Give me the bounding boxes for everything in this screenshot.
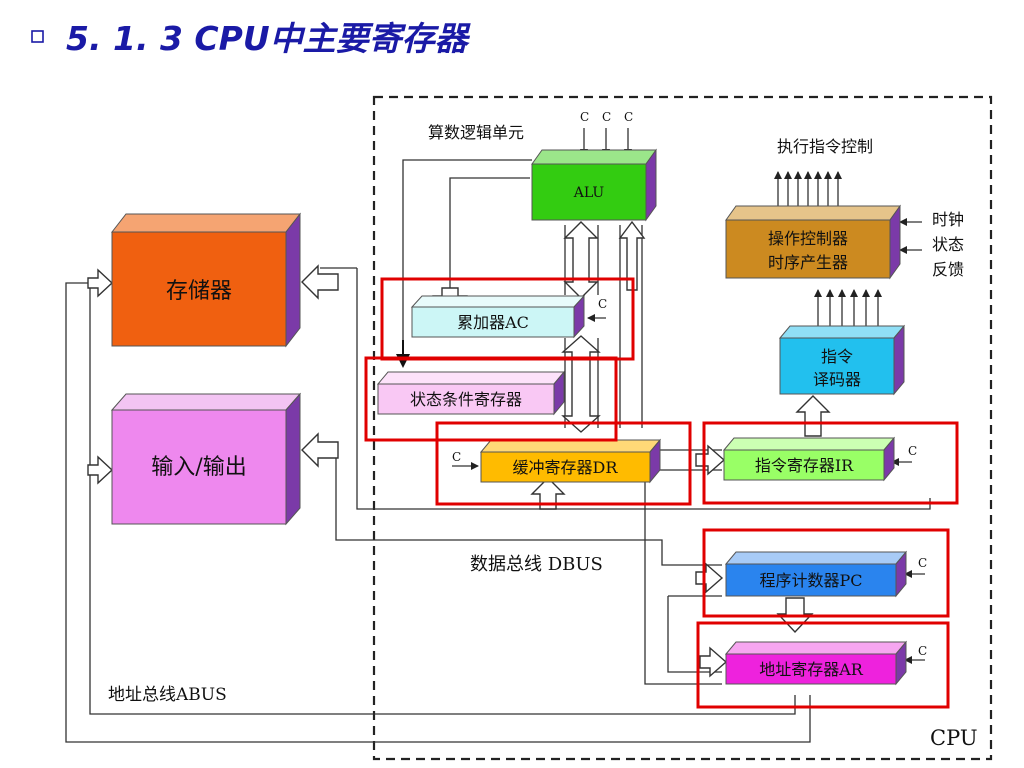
abus-label: 地址总线ABUS [108, 685, 227, 705]
buffer-register-dr-block: 缓冲寄存器DR [479, 438, 662, 484]
ar-label: 地址寄存器AR [759, 660, 864, 679]
accumulator-ac-block: 累加器AC [410, 294, 586, 339]
status-input-label: 状态 [932, 235, 964, 254]
memory-block: 存储器 [110, 212, 302, 348]
c-label-pc: C [918, 556, 927, 570]
cpu-boundary [372, 95, 993, 761]
pc-label: 程序计数器PC [759, 571, 862, 590]
address-register-ar-block: 地址寄存器AR [724, 640, 908, 686]
c-label-alu-3: C [624, 110, 633, 124]
instruction-register-ir-block: 指令寄存器IR [722, 436, 896, 482]
alu-block: ALU [531, 148, 657, 222]
dbus-label: 数据总线 DBUS [470, 554, 603, 575]
status-register-block: 状态条件寄存器 [376, 370, 566, 416]
c-label-alu-2: C [602, 110, 611, 124]
psw-label: 状态条件寄存器 [410, 390, 522, 409]
controller-label-line2: 时序产生器 [768, 253, 848, 272]
control-output-label: 执行指令控制 [777, 137, 873, 156]
alu-label: ALU [573, 185, 605, 201]
clock-input-label: 时钟 [932, 210, 964, 229]
operation-controller-block: 操作控制器 时序产生器 [725, 204, 901, 280]
c-label-alu-1: C [580, 110, 589, 124]
bullet-square-icon [31, 30, 44, 43]
dr-label: 缓冲寄存器DR [513, 458, 619, 477]
highlight-frames [364, 277, 959, 709]
feedback-input-label: 反馈 [932, 260, 964, 279]
io-block: 输入/输出 [110, 392, 302, 526]
decoder-label-line1: 指令 [821, 347, 853, 366]
highlight-pc [702, 528, 950, 618]
program-counter-pc-block: 程序计数器PC [724, 550, 908, 598]
c-label-ac: C [598, 297, 607, 311]
c-label-ar: C [918, 644, 927, 658]
controller-label-line1: 操作控制器 [768, 229, 848, 248]
instruction-decoder-block: 指令 译码器 [778, 324, 906, 396]
decoder-label-line2: 译码器 [813, 370, 861, 389]
slide-title: 5. 1. 3 CPU中主要寄存器 [31, 19, 472, 58]
control-signal-labels: C C C C C C C C [452, 110, 927, 658]
highlight-ir [702, 421, 959, 505]
io-label: 输入/输出 [151, 455, 246, 480]
c-label-ir: C [908, 444, 917, 458]
ac-label: 累加器AC [457, 313, 529, 332]
memory-label: 存储器 [166, 279, 232, 304]
ir-label: 指令寄存器IR [755, 456, 854, 475]
title-text: 5. 1. 3 CPU中主要寄存器 [66, 19, 472, 58]
highlight-dr [435, 421, 692, 506]
highlight-psw [364, 356, 618, 442]
highlight-ar [696, 621, 950, 709]
c-label-dr: C [452, 450, 461, 464]
cpu-label: CPU [930, 726, 978, 750]
alu-group-label: 算数逻辑单元 [428, 123, 524, 142]
